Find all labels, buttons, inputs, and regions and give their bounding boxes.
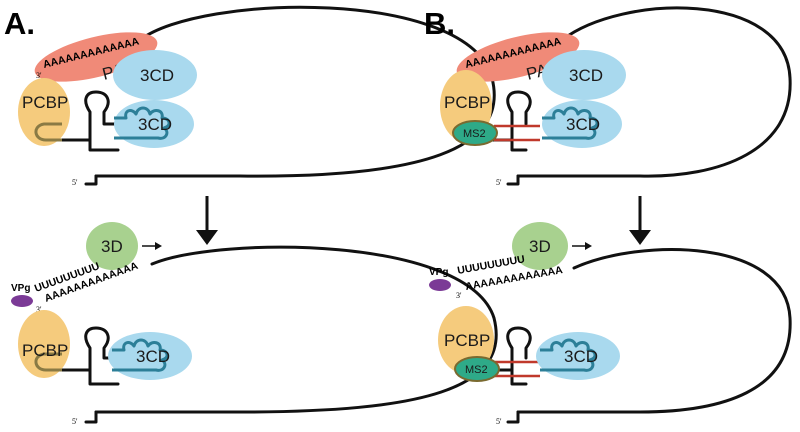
- cd3-upper-label: 3CD: [140, 66, 174, 85]
- pcbp-blob: [18, 310, 70, 378]
- stem-loop: [478, 326, 532, 424]
- pabp-blob: [34, 32, 158, 82]
- ms2-blob: [454, 356, 500, 382]
- rna-loop: [516, 248, 792, 414]
- pol3d-label: 3D: [101, 237, 123, 256]
- vpg-blob: [11, 295, 33, 307]
- cd3-upper-label: 3CD: [569, 66, 603, 85]
- pcbp-binding-loop: [34, 352, 62, 372]
- cd3-upper-blob: [113, 50, 197, 100]
- five-prime-label: 5': [72, 417, 78, 426]
- three-prime-label: 3': [456, 291, 462, 300]
- five-prime-label: 5': [496, 178, 502, 187]
- pabp-blob: [456, 32, 580, 82]
- cd3-label: 3CD: [564, 347, 598, 366]
- pol3d-label: 3D: [529, 237, 551, 256]
- cloverleaf-rna: [540, 338, 597, 372]
- stem-loop: [56, 326, 120, 424]
- panel-letter: B.: [424, 6, 455, 41]
- vpg-label: VPg: [11, 283, 30, 294]
- pol3d-blob: [86, 222, 138, 270]
- vpg-label: VPg: [429, 267, 448, 278]
- three-prime-label: 3': [36, 71, 42, 80]
- cd3-lower-label: 3CD: [138, 115, 172, 134]
- cloverleaf-rna: [114, 106, 171, 140]
- cd3-label: 3CD: [136, 347, 170, 366]
- pcbp-blob: [18, 78, 70, 146]
- down-arrow-icon: [196, 196, 218, 245]
- cd3-upper-blob: [542, 50, 626, 100]
- rna-loop: [94, 245, 498, 414]
- pcbp-binding-loop: [34, 122, 62, 142]
- panel-b: B. 5' PABP AAAAAAAAAAAAA 3' 3CD 3CD PCBP…: [424, 6, 792, 426]
- three-prime-label: 3': [36, 305, 42, 314]
- down-arrow-icon: [629, 196, 651, 245]
- panel-b-bottom-state: 5' 3D UUUUUUUUU AAAAAAAAAAAAA 3' VPg 3CD…: [429, 222, 792, 426]
- direction-arrow-icon: [572, 242, 592, 250]
- stem-loop: [56, 90, 120, 186]
- panel-a: A. 5' PABP AAAAAAAAAAAAA 3' 3CD 3CD PCBP: [4, 5, 498, 426]
- cloverleaf-rna: [112, 338, 169, 372]
- ms2-label: MS2: [465, 364, 488, 376]
- cd3-blob: [108, 332, 192, 380]
- panel-letter: A.: [4, 6, 35, 41]
- cloverleaf-rna: [542, 106, 599, 140]
- ms2-label: MS2: [463, 128, 486, 140]
- pcbp-label: PCBP: [444, 93, 490, 112]
- pol3d-blob: [512, 222, 568, 270]
- five-prime-label: 5': [72, 178, 78, 187]
- panel-a-top-state: 5' PABP AAAAAAAAAAAAA 3' 3CD 3CD PCBP: [18, 5, 496, 187]
- pcbp-label: PCBP: [22, 341, 68, 360]
- five-prime-label: 5': [496, 417, 502, 426]
- panel-a-bottom-state: 5' 3D UUUUUUUUU AAAAAAAAAAAAA 3' VPg 3CD…: [11, 222, 498, 426]
- panel-b-top-state: 5' PABP AAAAAAAAAAAAA 3' 3CD 3CD PCBP MS…: [440, 6, 792, 187]
- vpg-blob: [429, 279, 451, 291]
- cd3-blob: [536, 332, 620, 380]
- ms2-blob: [452, 120, 498, 146]
- rna-loop: [516, 6, 792, 178]
- pcbp-label: PCBP: [444, 331, 490, 350]
- cd3-lower-label: 3CD: [566, 115, 600, 134]
- pcbp-label: PCBP: [22, 93, 68, 112]
- stem-loop: [478, 90, 532, 186]
- direction-arrow-icon: [142, 242, 162, 250]
